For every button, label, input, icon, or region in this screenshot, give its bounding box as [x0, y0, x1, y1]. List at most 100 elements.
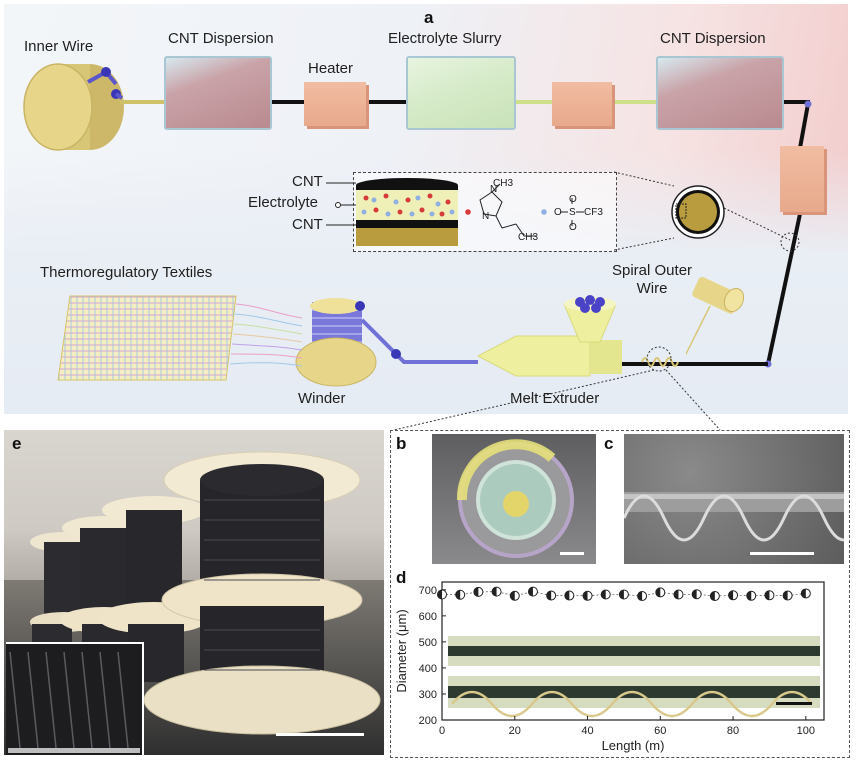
cnt-bottom-layer [356, 220, 458, 228]
cnt-top-layer [356, 178, 458, 190]
anion-o-minus: O [554, 207, 562, 218]
anion-cf3: CF3 [584, 207, 603, 218]
spiral-outer-wire-spool [686, 276, 745, 356]
cnt-dispersion-tank-1 [164, 56, 272, 130]
y-tick-label: 200 [419, 715, 437, 727]
x-axis-label: Length (m) [602, 738, 665, 753]
data-point [673, 589, 684, 600]
data-point [746, 590, 757, 601]
electrolyte-layer-label: Electrolyte [248, 194, 319, 211]
cnt-bottom-label: CNT [292, 216, 323, 233]
y-tick-label: 600 [419, 611, 437, 623]
zoom-circle-outer-wire [646, 346, 672, 372]
ionic-liquid-structure [465, 183, 584, 237]
electrolyte-slurry-label: Electrolyte Slurry [388, 30, 502, 47]
front-spool [143, 451, 381, 735]
electrolyte-slurry-tank [406, 56, 516, 130]
cnt-dispersion-label-2: CNT Dispersion [660, 30, 766, 47]
sem-fiber-spiral [622, 492, 856, 542]
melt-extruder [476, 295, 622, 377]
data-point [691, 589, 702, 600]
heater-label: Heater [308, 60, 354, 77]
series-line [441, 591, 806, 597]
x-tick-label: 40 [581, 725, 593, 737]
panel-label-a: a [424, 8, 434, 27]
data-point [728, 590, 739, 601]
inner-wire-label: Inner Wire [24, 38, 94, 55]
cnt-top-label: CNT [292, 173, 323, 190]
woven-textile-photo [6, 642, 144, 755]
x-tick-label: 20 [509, 725, 521, 737]
data-point [618, 589, 629, 600]
sem-side-view [622, 434, 856, 564]
anion-o-top: O [569, 194, 577, 205]
label-arrows [326, 182, 356, 226]
cnt-coated-wire-segment [268, 100, 304, 104]
cnt-dispersion-label-1: CNT Dispersion [168, 30, 274, 47]
y-tick-label: 700 [419, 585, 437, 597]
cnt-coated-wire-segment [780, 100, 810, 104]
data-point [455, 589, 466, 600]
heater-block-2 [552, 82, 612, 126]
data-point [600, 589, 611, 600]
heater-block-1 [304, 82, 366, 126]
data-point [546, 590, 557, 601]
data-point [509, 590, 520, 601]
detail-zoom-lines [393, 369, 721, 431]
data-point [800, 588, 811, 599]
electrolyte-coated-wire-segment [612, 100, 656, 104]
spiral-wrap [641, 357, 679, 367]
data-point [437, 589, 447, 600]
data-point [491, 586, 502, 597]
gold-wire-segment [120, 100, 164, 104]
cation-n-plus: N [490, 184, 498, 195]
heater-block-3 [780, 146, 824, 212]
y-tick-label: 300 [419, 689, 437, 701]
layer-stack [356, 178, 458, 246]
data-point [582, 590, 593, 601]
cnt-dispersion-tank-2 [656, 56, 784, 130]
ion-dots [361, 193, 455, 217]
y-tick-label: 500 [419, 637, 437, 649]
x-tick-label: 80 [727, 725, 739, 737]
sem-b-scale-bar [560, 552, 584, 555]
cation-butyl: CH3 [518, 232, 539, 243]
panel-label-c: c [604, 434, 614, 453]
thermoregulatory-textile [57, 295, 303, 381]
inner-wire-spool [23, 63, 124, 151]
panel-label-e: e [12, 434, 22, 453]
x-tick-label: 0 [439, 725, 445, 737]
data-point [709, 591, 720, 602]
textiles-label: Thermoregulatory Textiles [40, 264, 213, 281]
melt-extruder-label: Melt Extruder [510, 390, 600, 407]
panel-label-d: d [396, 568, 407, 587]
blue-fiber-path [360, 318, 478, 364]
data-point [782, 590, 793, 601]
x-tick-label: 100 [797, 725, 815, 737]
y-axis-label: Diameter (μm) [394, 609, 409, 692]
sem-cross-section [432, 434, 596, 564]
anion-s: S [569, 207, 576, 218]
winder-label: Winder [298, 390, 346, 407]
data-point [564, 590, 575, 601]
sem-fiber-rings [456, 439, 574, 558]
fiber-cross-section [614, 171, 791, 251]
final-wire-segment [622, 362, 768, 366]
cation-n-lower: N [482, 211, 490, 222]
x-tick-label: 60 [654, 725, 666, 737]
data-point [655, 587, 666, 598]
data-point [473, 586, 484, 597]
spiral-outer-wire-label: Spiral Outer Wire [612, 262, 693, 297]
y-tick-label: 400 [419, 663, 437, 675]
data-point [764, 590, 775, 601]
anion-o-bottom: O [569, 222, 577, 233]
cation-methyl: CH3 [493, 178, 514, 189]
fiber-spools-photo [4, 430, 384, 755]
data-point [527, 586, 538, 597]
sem-c-scale-bar [750, 552, 814, 555]
photo-scale-bar [276, 733, 364, 736]
electrolyte-coated-wire-segment [512, 100, 552, 104]
data-point [637, 591, 648, 602]
inner-wire-core [356, 228, 458, 246]
